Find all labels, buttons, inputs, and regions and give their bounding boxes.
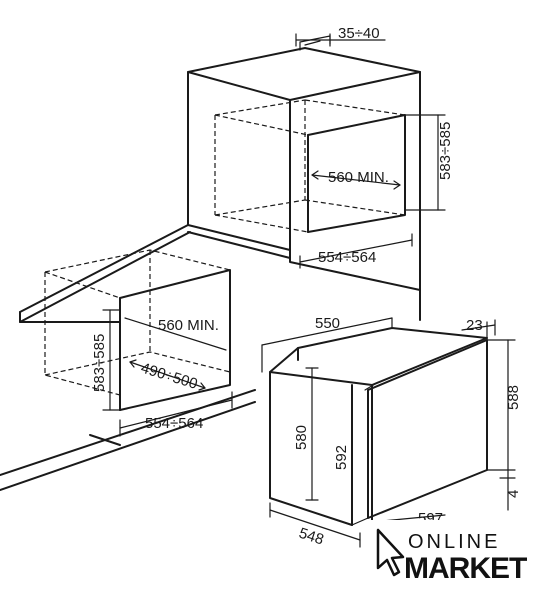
dim-oven-depth-top: 550 — [315, 315, 340, 332]
upper-cabinet — [187, 35, 421, 321]
dim-oven-body-height: 580 — [293, 425, 310, 450]
lower-cabinet — [0, 224, 421, 491]
dim-lower-min-depth: 560 MIN. — [158, 317, 219, 334]
logo-line2: MARKET — [404, 552, 527, 585]
dim-lower-depth-range: 490÷500 — [139, 360, 200, 393]
dim-oven-bottom-offset: 4 — [505, 490, 522, 498]
dim-oven-front-height: 588 — [505, 385, 522, 410]
dim-upper-min-depth: 560 MIN. — [328, 169, 389, 186]
dim-oven-side-height: 592 — [333, 445, 350, 470]
dim-oven-base-width: 548 — [297, 525, 326, 549]
dim-lower-height: 583÷585 — [91, 334, 108, 392]
logo-line1: ONLINE — [408, 531, 500, 553]
dim-upper-height: 583÷585 — [437, 122, 454, 180]
dim-lower-width: 554÷564 — [145, 415, 203, 432]
online-market-logo: ONLINE MARKET — [376, 528, 528, 585]
dim-upper-width: 554÷564 — [318, 249, 376, 266]
dimension-lines — [102, 33, 516, 548]
cursor-arrow-icon — [376, 528, 405, 577]
dim-oven-front-thickness: 23 — [466, 317, 483, 334]
dim-top-gap: 35÷40 — [338, 25, 380, 42]
